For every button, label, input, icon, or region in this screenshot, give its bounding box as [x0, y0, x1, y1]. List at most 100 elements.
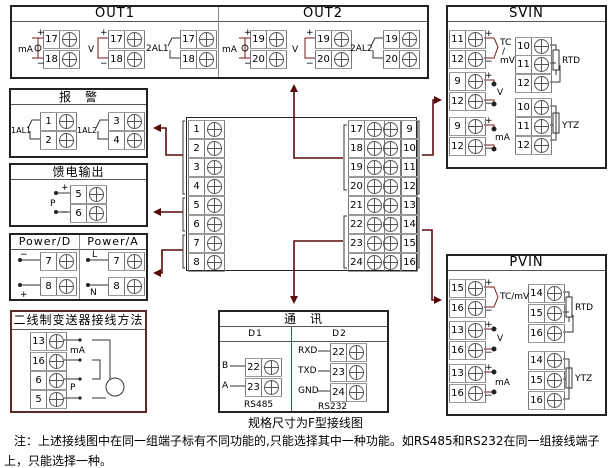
- terminal-number: 16: [449, 385, 466, 402]
- terminal-number: 7: [108, 253, 125, 270]
- terminal: 15: [528, 304, 565, 323]
- terminal-number: 24: [348, 254, 365, 271]
- plus-sign: +: [485, 363, 493, 373]
- terminal-number: 16: [528, 325, 545, 342]
- screw-icon: [400, 51, 420, 68]
- screw-icon: [466, 300, 486, 317]
- screw-icon: [332, 31, 352, 48]
- mv-label: mV: [500, 56, 515, 66]
- rtd-label: RTD: [575, 303, 594, 313]
- terminal-number: 6: [70, 205, 87, 222]
- terminal-number: 4: [108, 132, 125, 149]
- terminal-number: 16: [30, 353, 47, 370]
- terminal-number: 10: [401, 140, 418, 157]
- feed-output-panel: 馈电输出: [9, 163, 148, 227]
- terminal-number: 12: [449, 93, 466, 110]
- terminal: 16: [30, 352, 67, 371]
- terminal-number: 11: [449, 31, 466, 48]
- screw-icon: [466, 280, 486, 297]
- screw-icon: [267, 51, 287, 68]
- terminal-number: 5: [188, 197, 205, 214]
- two-wire-ma-label: mA: [70, 346, 85, 356]
- screw-icon: [466, 118, 486, 135]
- out2-title: OUT2: [219, 7, 427, 22]
- tc-mv-label: TC/mV: [500, 292, 530, 302]
- plus-sign: +: [306, 28, 314, 38]
- terminal-number: 12: [401, 178, 418, 195]
- screw-icon: [125, 132, 145, 149]
- minus-sign: −: [485, 99, 493, 109]
- terminal-number: 20: [315, 51, 332, 68]
- terminal-number: 10: [515, 38, 532, 55]
- plus-sign: +: [20, 290, 28, 300]
- terminal-number: 24: [330, 384, 347, 401]
- plus-sign: +: [485, 320, 493, 330]
- screw-icon: [466, 93, 486, 110]
- terminal: 6: [70, 204, 107, 223]
- alarm-1al2-label: 1AL2: [77, 126, 98, 135]
- terminal: 20: [383, 50, 420, 69]
- screw-icon: [365, 235, 385, 252]
- rs485-caption: RS485: [244, 400, 274, 410]
- terminal: 24: [330, 383, 367, 402]
- terminal: 7: [40, 252, 77, 271]
- screw-icon: [205, 140, 225, 157]
- terminal-number: 11: [515, 56, 532, 73]
- terminal: 13: [449, 364, 486, 383]
- feed-p-label: P: [50, 199, 56, 209]
- svin-title: SVIN: [448, 7, 605, 22]
- screw-icon: [47, 372, 67, 389]
- terminal-number: 20: [383, 51, 400, 68]
- screw-icon: [205, 197, 225, 214]
- terminal: 18: [108, 50, 145, 69]
- terminal: 18: [43, 50, 80, 69]
- screw-icon: [347, 384, 367, 401]
- terminal-number: 7: [40, 253, 57, 270]
- terminal: 9: [381, 120, 418, 139]
- rxd-label: RXD: [298, 346, 318, 356]
- terminal: 11: [515, 55, 552, 74]
- terminal: 19: [348, 158, 385, 177]
- terminal: 5: [188, 196, 225, 215]
- screw-icon: [466, 342, 486, 359]
- terminal-number: 14: [401, 216, 418, 233]
- terminal: 14: [528, 351, 565, 370]
- screw-icon: [532, 38, 552, 55]
- terminal: 15: [449, 279, 486, 298]
- screw-icon: [466, 365, 486, 382]
- minus-sign: −: [37, 59, 45, 69]
- screw-icon: [57, 113, 77, 130]
- plus-sign: +: [485, 278, 493, 288]
- terminal: 16: [449, 384, 486, 403]
- terminal: 11: [381, 158, 418, 177]
- screw-icon: [545, 305, 565, 322]
- screw-icon: [205, 254, 225, 271]
- screw-icon: [205, 178, 225, 195]
- terminal-number: 12: [515, 137, 532, 154]
- txd-label: TXD: [298, 366, 317, 376]
- terminal-number: 12: [449, 51, 466, 68]
- screw-icon: [466, 51, 486, 68]
- terminal: 9: [449, 72, 486, 91]
- terminal: 8: [40, 277, 77, 296]
- terminal-number: 13: [449, 365, 466, 382]
- terminal-number: 19: [348, 159, 365, 176]
- slash-label: /: [502, 47, 506, 57]
- terminal: 2: [188, 139, 225, 158]
- screw-icon: [532, 75, 552, 92]
- terminal: 3: [108, 112, 145, 131]
- terminal: 7: [108, 252, 145, 271]
- terminal-number: 23: [348, 235, 365, 252]
- terminal-number: 1: [188, 121, 205, 138]
- terminal: 22: [245, 358, 282, 377]
- minus-sign: −: [306, 59, 314, 69]
- out2-2al2-label: 2AL2: [350, 44, 373, 54]
- terminal-number: 16: [401, 254, 418, 271]
- terminal: 22: [330, 343, 367, 362]
- arrow-to-svin: [422, 96, 442, 156]
- terminal: 7: [188, 234, 225, 253]
- screw-icon: [262, 379, 282, 396]
- terminal-number: 6: [30, 372, 47, 389]
- screw-icon: [381, 159, 401, 176]
